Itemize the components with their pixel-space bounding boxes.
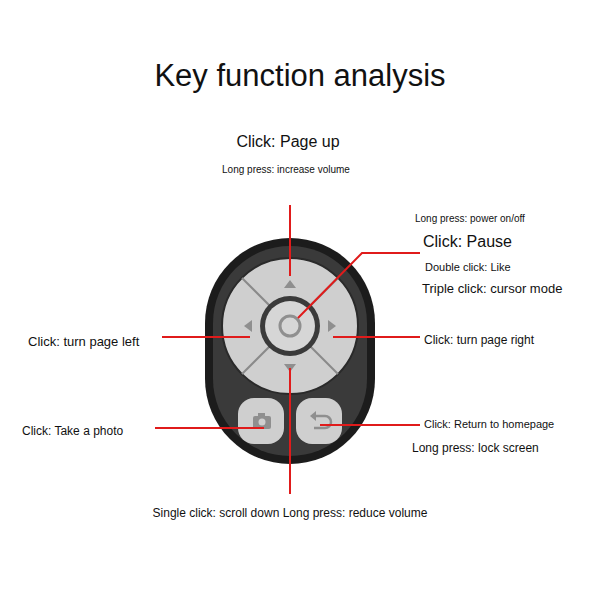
leader-line (333, 336, 420, 338)
diagram-title: Key function analysis (50, 58, 550, 94)
center-icon (280, 316, 300, 336)
back-icon (310, 411, 316, 421)
camera-icon (258, 413, 265, 417)
callout-label: Long press: lock screen (412, 442, 598, 456)
callout-label: Click: Take a photo (22, 425, 157, 439)
callout-label: Long press: power on/off (415, 213, 595, 225)
callout-label: Click: turn page left (28, 335, 163, 350)
callout-label: Click: Pause (423, 233, 598, 251)
up-arrow-icon (284, 280, 296, 288)
leader-line (298, 253, 420, 318)
callout-label: Long press: increase volume (136, 164, 436, 176)
leader-line (320, 424, 420, 426)
leader-line (155, 427, 264, 429)
leader-line (162, 336, 250, 338)
camera-button (238, 398, 284, 444)
camera-lens-icon (259, 419, 266, 426)
back-button (296, 398, 342, 444)
leader-line (289, 368, 291, 494)
callout-label: Double click: Like (425, 261, 595, 274)
callout-label: Click: Return to homepage (424, 418, 598, 431)
left-arrow-icon (244, 320, 252, 332)
right-arrow-icon (328, 320, 336, 332)
callout-label: Click: Page up (138, 133, 438, 151)
leader-line (289, 205, 291, 276)
callout-label: Single click: scroll down Long press: re… (60, 507, 520, 521)
callout-label: Triple click: cursor mode (422, 282, 598, 297)
callout-label: Click: turn page right (424, 334, 598, 348)
